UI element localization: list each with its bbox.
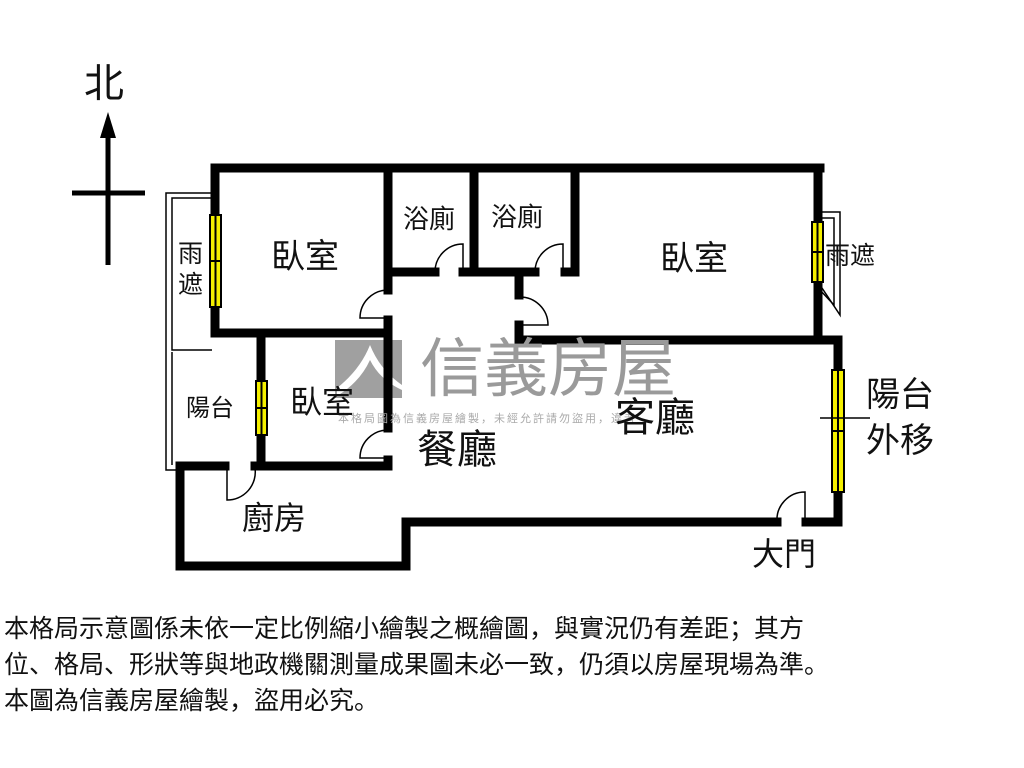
disclaimer-line-2: 位、格局、形狀等與地政機關測量成果圖未必一致，仍須以房屋現場為準。 bbox=[4, 650, 830, 679]
compass-arrow bbox=[72, 130, 145, 265]
room-bath-2: 浴廁 bbox=[491, 203, 544, 233]
windows bbox=[209, 214, 845, 493]
room-living: 客廳 bbox=[615, 395, 695, 441]
watermark-brand: 信義房屋 bbox=[420, 333, 676, 407]
room-dining: 餐廳 bbox=[417, 427, 497, 473]
room-bedroom-ne: 臥室 bbox=[660, 239, 728, 279]
room-canopy-west: 雨遮 bbox=[178, 239, 204, 300]
doors bbox=[226, 243, 806, 523]
compass-north-label: 北 bbox=[84, 61, 124, 107]
room-balcony-moved-line2: 外移 bbox=[866, 421, 934, 461]
disclaimer-line-3: 本圖為信義房屋繪製，盜用必究。 bbox=[4, 686, 380, 715]
room-bath-1: 浴廁 bbox=[403, 205, 456, 235]
main-door-label: 大門 bbox=[752, 535, 817, 573]
room-bedroom-small: 臥室 bbox=[290, 383, 355, 421]
room-kitchen: 廚房 bbox=[242, 499, 307, 537]
balcony-outlines bbox=[165, 192, 841, 471]
room-bedroom-nw: 臥室 bbox=[271, 237, 339, 277]
disclaimer-line-1: 本格局示意圖係未依一定比例縮小繪製之概繪圖，與實況仍有差距；其方 bbox=[4, 614, 805, 643]
room-balcony-west: 陽台 bbox=[186, 394, 234, 422]
north-arrowhead bbox=[100, 112, 116, 138]
watermark-notice: 本格局圖為信義房屋繪製，未經允許請勿盜用，違者 bbox=[338, 412, 637, 425]
room-canopy-east: 雨遮 bbox=[825, 241, 876, 270]
room-balcony-moved-line1: 陽台 bbox=[866, 375, 934, 415]
